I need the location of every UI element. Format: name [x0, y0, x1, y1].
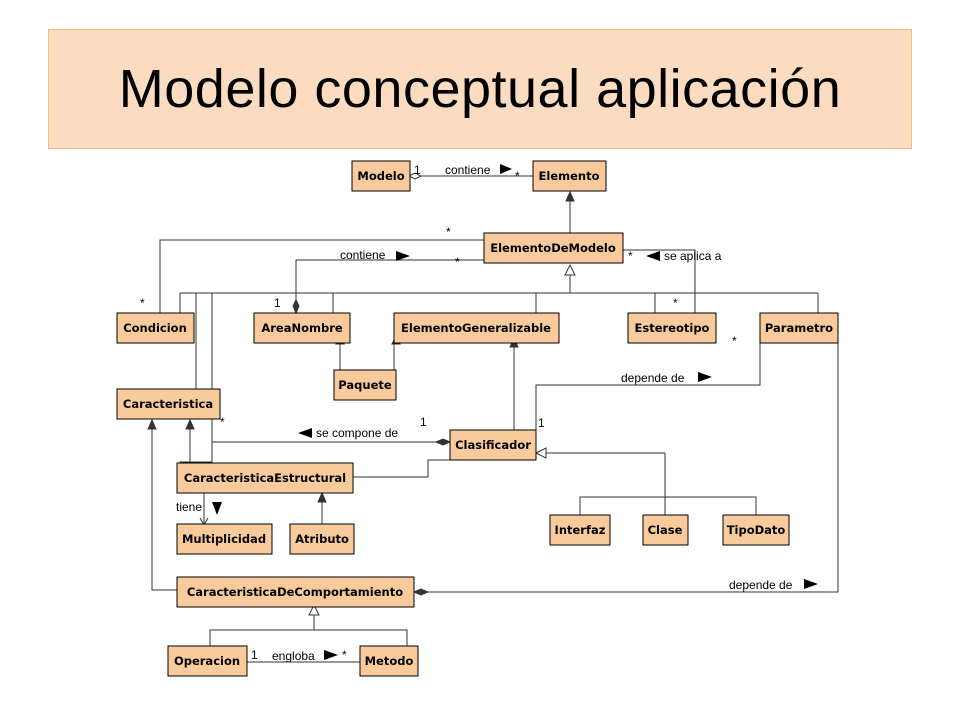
generalization-arrow-icon — [565, 190, 575, 202]
class-multiplicidad: Multiplicidad — [176, 523, 273, 555]
svg-text:Atributo: Atributo — [295, 532, 349, 546]
svg-text:TipoDato: TipoDato — [727, 523, 786, 537]
svg-text:1: 1 — [414, 163, 421, 177]
svg-text:Estereotipo: Estereotipo — [635, 321, 710, 335]
class-area-nombre: AreaNombre — [253, 312, 351, 344]
condicion-elementodemodelo-link — [159, 239, 484, 313]
class-paquete: Paquete — [333, 369, 397, 401]
estereotipo-se-aplica-link — [623, 249, 696, 313]
svg-text:*: * — [446, 225, 451, 239]
svg-text:1: 1 — [420, 415, 427, 429]
class-modelo: Modelo — [351, 160, 411, 192]
areanombre-contiene-link — [295, 259, 484, 313]
svg-text:AreaNombre: AreaNombre — [261, 321, 343, 335]
class-tipo-dato: TipoDato — [722, 514, 790, 546]
depende-de-label: depende de — [621, 371, 685, 385]
class-elemento-de-modelo: ElementoDeModelo — [483, 232, 624, 264]
class-atributo: Atributo — [289, 523, 355, 555]
class-caracteristica: Caracteristica — [116, 388, 221, 420]
svg-text:*: * — [515, 169, 520, 183]
svg-text:ElementoDeModelo: ElementoDeModelo — [490, 241, 616, 255]
svg-text:CaracteristicaEstructural: CaracteristicaEstructural — [184, 471, 346, 485]
composition-diamond-icon — [292, 298, 300, 315]
direction-arrow-icon — [804, 579, 818, 589]
title-banner: Modelo conceptual aplicación — [48, 29, 912, 149]
engloba-label: engloba — [272, 649, 315, 663]
direction-arrow-icon — [396, 251, 410, 261]
svg-text:Clase: Clase — [648, 523, 683, 537]
class-interfaz: Interfaz — [549, 514, 611, 546]
se-aplica-a-label: se aplica a — [664, 249, 722, 263]
svg-text:Clasificador: Clasificador — [455, 438, 531, 452]
svg-text:Elemento: Elemento — [539, 169, 600, 183]
depende-de-label-2: depende de — [729, 578, 793, 592]
svg-text:Parametro: Parametro — [765, 321, 833, 335]
svg-text:Caracteristica: Caracteristica — [123, 397, 213, 411]
svg-text:*: * — [220, 415, 225, 429]
svg-text:*: * — [455, 255, 460, 269]
svg-text:Paquete: Paquete — [338, 378, 392, 392]
svg-text:*: * — [342, 648, 347, 662]
association-labels: contiene contiene se aplica a depende de… — [176, 163, 818, 663]
clasificador-parametro-link — [535, 343, 761, 430]
class-elemento: Elemento — [532, 160, 607, 192]
direction-arrow-icon — [298, 428, 312, 438]
svg-text:*: * — [673, 296, 678, 310]
class-caracteristica-estructural: CaracteristicaEstructural — [176, 462, 354, 494]
direction-arrow-icon — [698, 372, 712, 382]
svg-text:1: 1 — [274, 296, 281, 310]
class-condicion: Condicion — [116, 312, 195, 344]
generalization-open-icon — [564, 263, 576, 276]
svg-text:Condicion: Condicion — [123, 321, 187, 335]
class-caracteristica-de-comportamiento: CaracteristicaDeComportamiento — [176, 576, 415, 608]
svg-text:Interfaz: Interfaz — [555, 523, 606, 537]
svg-text:*: * — [732, 334, 737, 348]
multiplicities: 1 * * * * * 1 * * * 1 1 1 * — [140, 163, 737, 662]
svg-text:1: 1 — [538, 416, 545, 430]
direction-arrow-icon — [212, 502, 222, 515]
comportamiento-parametro-link — [414, 343, 839, 593]
class-parametro: Parametro — [759, 312, 839, 344]
svg-text:Metodo: Metodo — [365, 654, 414, 668]
class-clase: Clase — [642, 514, 689, 546]
class-operacion: Operacion — [167, 645, 248, 677]
caracteristica-clasificador-link — [211, 418, 450, 443]
class-elemento-generalizable: ElementoGeneralizable — [393, 312, 560, 344]
svg-text:Modelo: Modelo — [357, 169, 404, 183]
svg-text:Operacion: Operacion — [174, 654, 240, 668]
contiene-label-2: contiene — [340, 248, 386, 262]
svg-text:CaracteristicaDeComportamiento: CaracteristicaDeComportamiento — [187, 585, 403, 599]
contiene-label: contiene — [445, 163, 491, 177]
svg-text:ElementoGeneralizable: ElementoGeneralizable — [401, 321, 551, 335]
direction-arrow-icon — [324, 650, 338, 660]
svg-text:*: * — [628, 249, 633, 263]
tiene-label: tiene — [176, 500, 202, 514]
se-compone-de-label: se compone de — [316, 426, 398, 440]
svg-text:1: 1 — [251, 648, 258, 662]
page-title: Modelo conceptual aplicación — [118, 59, 842, 119]
svg-text:*: * — [140, 296, 145, 310]
direction-arrow-icon — [646, 251, 660, 261]
aggregation-diamond-icon — [407, 172, 423, 180]
direction-arrow-icon — [500, 164, 512, 174]
class-clasificador: Clasificador — [449, 429, 537, 461]
class-estereotipo: Estereotipo — [627, 312, 717, 344]
class-metodo: Metodo — [359, 645, 419, 677]
svg-text:Multiplicidad: Multiplicidad — [182, 532, 266, 546]
